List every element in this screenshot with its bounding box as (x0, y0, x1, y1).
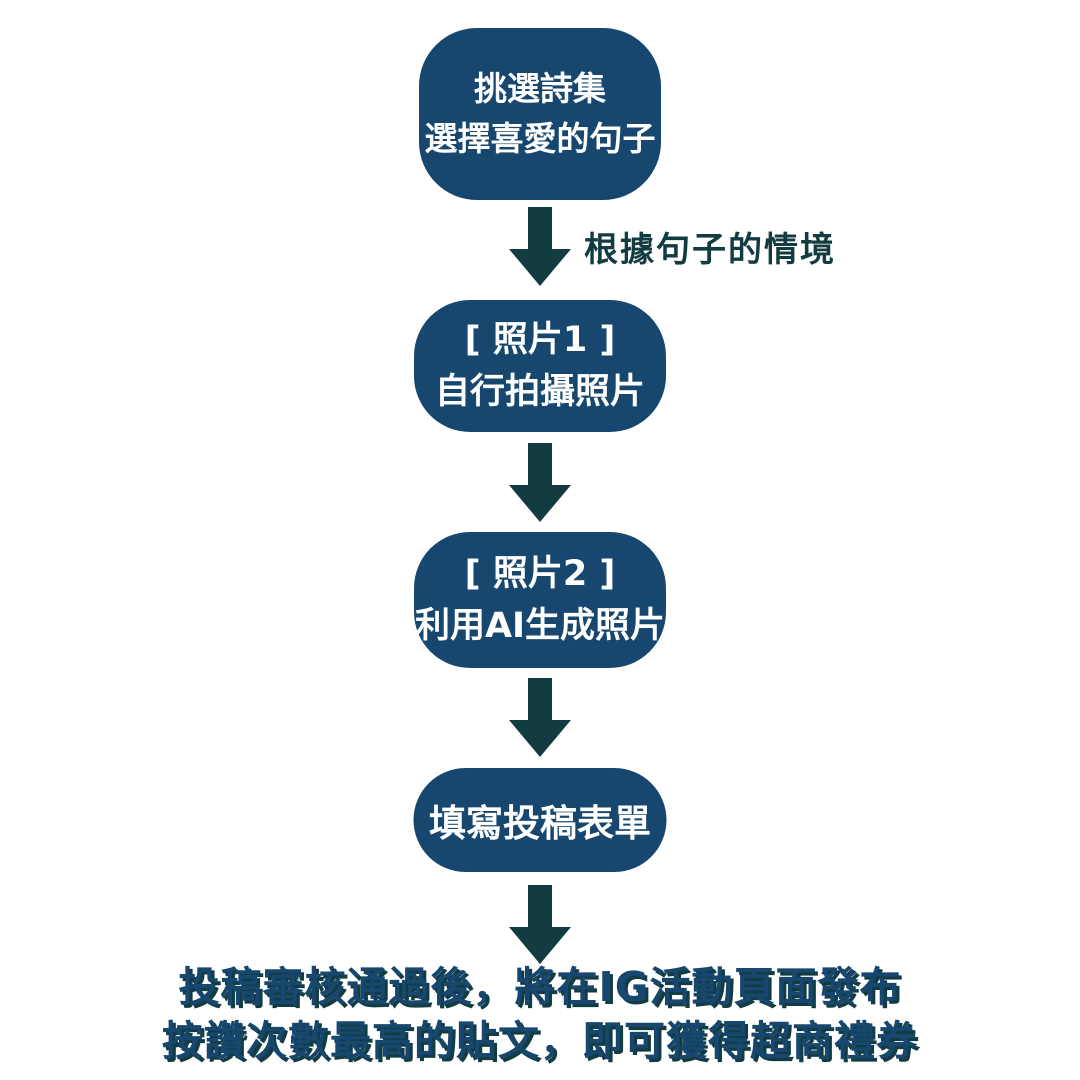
step-text-line: 自行拍攝照片 (434, 372, 645, 412)
arrow-head (509, 720, 571, 757)
arrow-stem (528, 678, 552, 720)
down-arrow-icon (509, 678, 571, 757)
step-text-line: [ 照片2 ] (464, 554, 616, 594)
down-arrow-icon (509, 885, 571, 964)
step-text-line: 填寫投稿表單 (429, 802, 651, 845)
arrow-head (509, 249, 571, 286)
flow-step-select-poems: 挑選詩集 選擇喜愛的句子 (419, 28, 661, 200)
step-text-line: [ 照片1 ] (464, 320, 616, 360)
flow-step-photo-1: [ 照片1 ] 自行拍攝照片 (414, 300, 666, 432)
footer-line: 投稿審核通過後，將在IG活動頁面發布 (178, 963, 902, 1011)
arrow-head (509, 485, 571, 522)
flow-step-photo-2: [ 照片2 ] 利用AI生成照片 (414, 532, 666, 668)
footer-line: 按讚次數最高的貼文，即可獲得超商禮券 (162, 1017, 918, 1065)
down-arrow-icon (509, 207, 571, 286)
footer-note: 投稿審核通過後，將在IG活動頁面發布 按讚次數最高的貼文，即可獲得超商禮券 (0, 960, 1080, 1068)
step-text-line: 利用AI生成照片 (414, 606, 666, 646)
arrow-stem (528, 443, 552, 485)
down-arrow-icon (509, 443, 571, 522)
step-text-line: 挑選詩集 (474, 69, 606, 108)
arrow-annotation: 根據句子的情境 (584, 230, 836, 270)
arrow-stem (528, 207, 552, 249)
arrow-head (509, 927, 571, 964)
arrow-stem (528, 885, 552, 927)
flow-step-submit-form: 填寫投稿表單 (413, 768, 667, 872)
step-text-line: 選擇喜愛的句子 (424, 119, 656, 158)
